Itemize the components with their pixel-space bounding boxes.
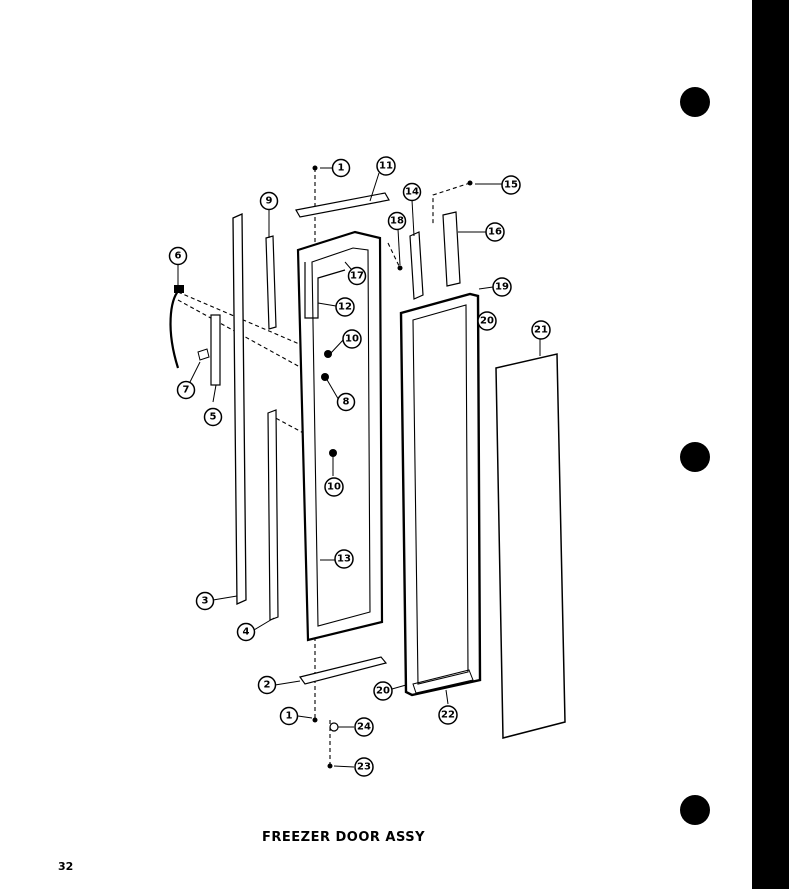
svg-text:20: 20 xyxy=(376,686,390,697)
long-strip-part-3 xyxy=(232,213,247,605)
callout-21: 21 xyxy=(531,320,551,340)
washer-part-24 xyxy=(329,722,339,732)
bottom-trim-part-2 xyxy=(298,656,388,685)
callout-18: 18 xyxy=(387,211,407,231)
panel-part-14 xyxy=(409,231,424,300)
outer-panel-part-21 xyxy=(495,353,566,739)
callout-3: 3 xyxy=(195,591,215,611)
callout-7: 7 xyxy=(176,380,196,400)
gasket-frame-part-19 xyxy=(399,292,482,697)
callout-4: 4 xyxy=(236,622,256,642)
svg-text:13: 13 xyxy=(337,554,351,565)
guide-part-18 xyxy=(387,242,401,269)
svg-text:23: 23 xyxy=(357,762,371,773)
svg-text:21: 21 xyxy=(534,325,548,336)
callout-20-top: 20 xyxy=(477,311,497,331)
svg-text:4: 4 xyxy=(243,627,250,638)
svg-text:18: 18 xyxy=(390,216,404,227)
svg-text:12: 12 xyxy=(338,302,352,313)
callout-22: 22 xyxy=(438,705,458,725)
svg-text:1: 1 xyxy=(286,711,293,722)
svg-text:19: 19 xyxy=(495,282,509,293)
plug-part-8 xyxy=(321,373,329,381)
callout-8: 8 xyxy=(336,392,356,412)
screw-part-1-top xyxy=(312,165,318,171)
screw-part-23 xyxy=(327,763,333,769)
callout-group: 1 11 15 14 9 18 16 6 17 12 19 20 21 10 7… xyxy=(168,156,551,777)
callout-23: 23 xyxy=(354,757,374,777)
callout-19: 19 xyxy=(492,277,512,297)
callout-13: 13 xyxy=(334,549,354,569)
callout-9: 9 xyxy=(259,191,279,211)
callout-2: 2 xyxy=(257,675,277,695)
callout-1-bottom: 1 xyxy=(279,706,299,726)
upper-strip-part-9 xyxy=(265,235,277,330)
plate-part-7 xyxy=(197,348,210,361)
svg-text:2: 2 xyxy=(264,680,271,691)
callout-12: 12 xyxy=(335,297,355,317)
svg-text:22: 22 xyxy=(441,710,455,721)
plug-part-10-upper xyxy=(324,350,332,358)
callout-17: 17 xyxy=(347,266,367,286)
svg-text:17: 17 xyxy=(350,271,364,282)
callout-20-bottom: 20 xyxy=(373,681,393,701)
punch-hole-middle xyxy=(680,442,710,472)
svg-text:24: 24 xyxy=(357,722,371,733)
handle-top-mount xyxy=(174,285,184,293)
svg-text:20: 20 xyxy=(480,316,494,327)
svg-text:6: 6 xyxy=(175,251,182,262)
svg-text:5: 5 xyxy=(210,412,217,423)
panel-part-16 xyxy=(442,211,461,287)
page-number: 32 xyxy=(58,860,74,873)
svg-text:10: 10 xyxy=(345,334,359,345)
svg-text:15: 15 xyxy=(504,180,518,191)
svg-text:9: 9 xyxy=(266,196,273,207)
callout-5: 5 xyxy=(203,407,223,427)
svg-text:7: 7 xyxy=(183,385,190,396)
callout-10-lower: 10 xyxy=(324,477,344,497)
svg-text:8: 8 xyxy=(343,397,350,408)
door-liner-part-13 xyxy=(296,230,384,642)
leader-lines xyxy=(177,167,541,768)
punch-hole-bottom xyxy=(680,795,710,825)
svg-text:3: 3 xyxy=(202,596,209,607)
lower-strip-part-4 xyxy=(267,409,279,621)
svg-text:10: 10 xyxy=(327,482,341,493)
handle-bracket-part-5 xyxy=(210,314,221,386)
guide-screw-15 xyxy=(432,182,471,225)
guide-handle-lower xyxy=(177,299,321,379)
callout-11: 11 xyxy=(376,156,396,176)
handle-part-6 xyxy=(169,289,180,369)
diagram-caption: FREEZER DOOR ASSY xyxy=(262,830,426,845)
gasket-bottom-part-22 xyxy=(412,669,474,694)
scan-edge-bar xyxy=(752,0,789,889)
svg-text:1: 1 xyxy=(338,163,345,174)
screw-part-15 xyxy=(467,180,473,186)
gasket-inner xyxy=(412,304,469,685)
callout-16: 16 xyxy=(485,222,505,242)
callout-24: 24 xyxy=(354,717,374,737)
svg-text:14: 14 xyxy=(405,187,419,198)
breaker-part-12 xyxy=(304,262,346,319)
callout-1-top: 1 xyxy=(331,158,351,178)
svg-text:11: 11 xyxy=(379,161,393,172)
plug-part-10-lower xyxy=(329,449,337,457)
callout-14: 14 xyxy=(402,182,422,202)
punch-hole-top xyxy=(680,87,710,117)
svg-text:16: 16 xyxy=(488,227,502,238)
screw-part-1-bottom xyxy=(312,717,318,723)
callout-10-upper: 10 xyxy=(342,329,362,349)
top-trim-part-11 xyxy=(295,192,390,218)
screw-part-18 xyxy=(397,265,403,271)
callout-15: 15 xyxy=(501,175,521,195)
callout-6: 6 xyxy=(168,246,188,266)
